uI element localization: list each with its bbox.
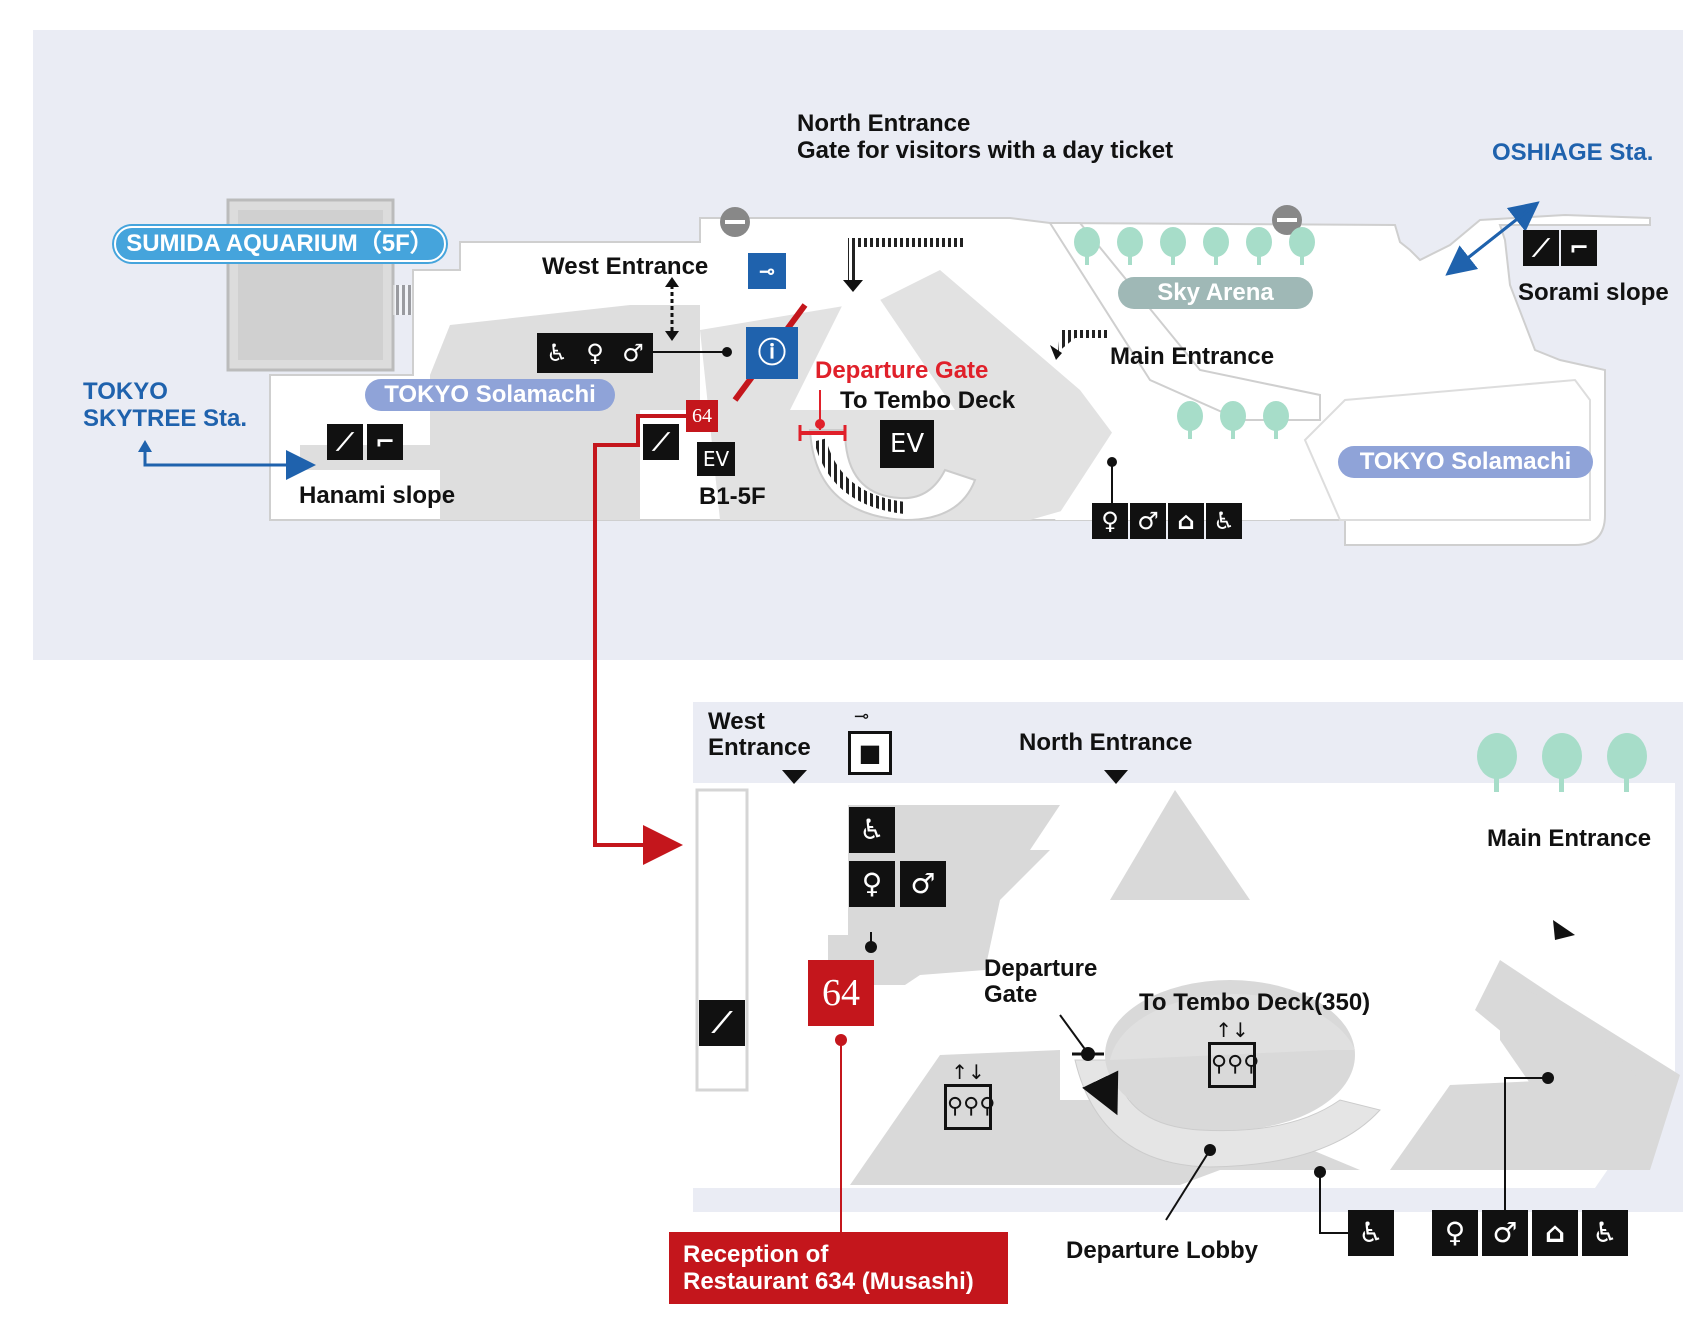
stairs-icon: ⌐: [1561, 230, 1597, 266]
baby-care-icon: ⌂: [1532, 1210, 1578, 1256]
sumida-aquarium-pill[interactable]: SUMIDA AQUARIUM（5F）: [114, 226, 446, 262]
baby-care-icon: ⌂: [1168, 503, 1204, 539]
elevator-icon: EV: [880, 420, 934, 468]
female-restroom-icon: ♀: [1432, 1210, 1478, 1256]
smoking-area-icon: [1272, 205, 1302, 235]
north-gate-note: Gate for visitors with a day ticket: [797, 137, 1174, 164]
north-entrance-marker: [1104, 770, 1128, 784]
west-entrance-label: West Entrance: [542, 253, 709, 280]
stairs-icon: ⌐: [367, 424, 403, 460]
north-stairs: [855, 238, 965, 247]
restaurant-634-logo[interactable]: 64: [686, 400, 718, 432]
lower-shade-2: [850, 960, 1680, 1185]
wheelchair-icon: ♿: [1206, 503, 1242, 539]
wheelchair-icon: ♿: [849, 807, 895, 853]
lower-to-tembo-deck-label: To Tembo Deck(350): [1139, 989, 1371, 1016]
main-entrance-label-upper: Main Entrance: [1110, 343, 1275, 370]
wheelchair-icon: ♿: [1582, 1210, 1628, 1256]
escalator-icon: ⟋: [643, 424, 679, 460]
tokyo-skytree-sta-line1[interactable]: TOKYO: [83, 378, 168, 405]
female-restroom-icon: ♀: [1092, 503, 1128, 539]
north-entrance-label: North Entrance: [797, 110, 971, 137]
lower-west-entrance-line1: West: [708, 708, 765, 735]
departure-gate-marker: [798, 390, 847, 441]
lower-pyramid: [1110, 790, 1250, 900]
to-tembo-deck-label: To Tembo Deck: [840, 387, 1016, 414]
escalator-icon: ⟋: [327, 424, 363, 460]
elevator-icon: EV: [697, 442, 735, 476]
lower-main-entrance-label: Main Entrance: [1487, 825, 1652, 852]
west-entrance-marker: [782, 770, 807, 784]
tree-icon: [1477, 733, 1647, 792]
oshiage-station-label[interactable]: OSHIAGE Sta.: [1492, 139, 1654, 166]
restaurant-route: [593, 414, 688, 865]
tree-icon: [1074, 227, 1315, 439]
elevator-icon: ↑↓ ⚲⚲⚲: [1208, 1018, 1259, 1092]
upper-departure-lobby: [808, 429, 977, 522]
elevator-icon: ↑↓ ⚲⚲⚲: [944, 1060, 995, 1134]
lower-departure-lobby: [1074, 1059, 1381, 1168]
lower-departure-gate-line2: Gate: [984, 981, 1038, 1008]
lower-departure-gate-line1: Departure: [984, 955, 1098, 982]
male-restroom-icon: ♂: [900, 861, 946, 907]
male-restroom-icon: ♂: [1482, 1210, 1528, 1256]
wheelchair-icon: ♿: [1348, 1210, 1394, 1256]
luggage-icon: ■: [848, 731, 892, 775]
smoking-area-icon: [720, 207, 750, 237]
lower-west-entrance-line2: Entrance: [708, 734, 811, 761]
reception-line2: Restaurant 634 (Musashi): [683, 1268, 974, 1295]
wheelchair-icon: ♿: [537, 333, 577, 373]
coin-locker-icon: ⊸: [748, 253, 786, 289]
sky-arena-pill: Sky Arena: [1118, 277, 1313, 309]
female-restroom-icon: ♀: [575, 333, 615, 373]
restaurant-634-logo[interactable]: 64: [808, 960, 874, 1026]
departure-lobby-label: Departure Lobby: [1066, 1237, 1259, 1264]
restaurant-reception-label[interactable]: Reception of Restaurant 634 (Musashi): [669, 1232, 1008, 1304]
female-restroom-icon: ♀: [849, 861, 895, 907]
male-restroom-icon: ♂: [1130, 503, 1166, 539]
b1-5f-label: B1-5F: [699, 483, 766, 510]
escalator-icon: ⟋: [699, 1000, 745, 1046]
information-desk-icon: ⓘ: [746, 327, 798, 379]
sorami-slope-label: Sorami slope: [1518, 279, 1669, 306]
skytree-sta-arrow: [143, 448, 316, 480]
reception-line1: Reception of: [683, 1241, 829, 1268]
coin-locker-icon: ⊸: [854, 706, 870, 727]
hanami-slope-label: Hanami slope: [299, 482, 456, 509]
departure-gate-label: Departure Gate: [815, 357, 989, 384]
main-entrance-marker: [1553, 920, 1575, 940]
center-triangle: [790, 270, 955, 410]
tokyo-skytree-sta-line2[interactable]: SKYTREE Sta.: [83, 405, 248, 432]
male-restroom-icon: ♂: [613, 333, 653, 373]
solamachi-west-pill[interactable]: TOKYO Solamachi: [365, 379, 615, 411]
solamachi-east-pill[interactable]: TOKYO Solamachi: [1338, 446, 1593, 478]
lower-north-entrance-label: North Entrance: [1019, 729, 1193, 756]
escalator-icon: ⟋: [1523, 230, 1559, 266]
main-entrance-stairs: [1058, 330, 1110, 352]
